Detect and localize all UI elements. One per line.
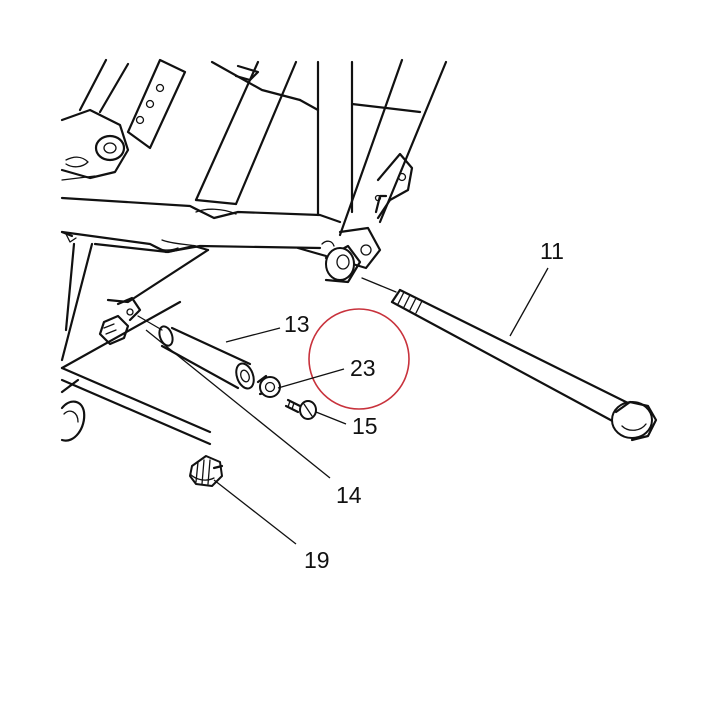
leader-15: [315, 411, 347, 425]
leader-13: [225, 327, 281, 343]
highlight-circle: [308, 308, 410, 410]
screw-part-15: [284, 398, 317, 420]
cap-part-19: [189, 455, 224, 487]
callout-11: 11: [540, 238, 564, 264]
callout-23: 23: [350, 355, 376, 381]
spacer-tube-part-13: [158, 325, 255, 390]
leader-14: [145, 329, 331, 479]
axle-bolt-part-11: [361, 277, 658, 442]
frame-assembly: [60, 58, 448, 446]
leader-23: [277, 368, 345, 389]
callout-13: 13: [284, 311, 310, 337]
callout-19: 19: [304, 547, 330, 573]
clip-part-14: [98, 296, 163, 346]
bushing-part-23: [256, 374, 281, 398]
leader-19: [213, 479, 297, 545]
leader-11: [509, 267, 549, 337]
callout-15: 15: [352, 413, 378, 439]
callout-14: 14: [336, 482, 362, 508]
leader-lines: [145, 267, 549, 545]
